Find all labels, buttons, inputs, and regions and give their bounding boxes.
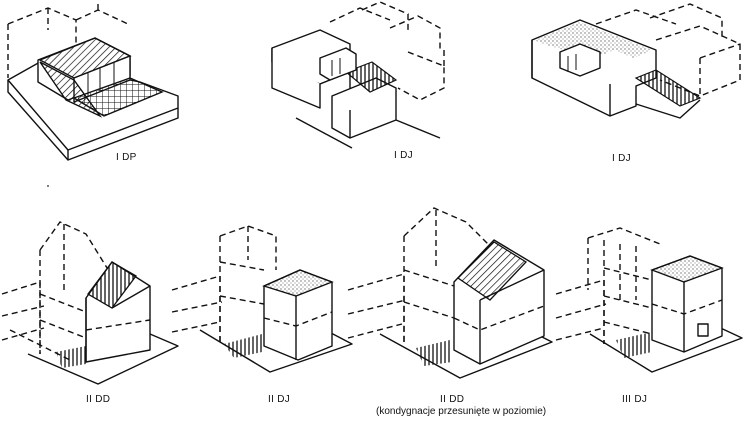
figure-c-i-dj [531, 3, 741, 119]
caption-figure-a: I DP [116, 152, 137, 163]
caption-note: (kondygnacje przesunięte w poziomie) [376, 406, 547, 417]
caption-figure-g: III DJ [622, 394, 648, 405]
figure-e-ii-dj [171, 225, 353, 373]
figure-f-ii-dd [347, 207, 553, 379]
figure-b-i-dj [271, 1, 445, 149]
figure-d-ii-dd [1, 221, 179, 385]
caption-figure-f: II DD [440, 394, 465, 405]
caption-figure-d: II DD [86, 394, 111, 405]
figure-a-i-dp [7, 2, 179, 161]
caption-figure-c: I DJ [612, 153, 631, 164]
caption-figure-e: II DJ [268, 394, 291, 405]
figure-g-iii-dj [555, 227, 743, 373]
caption-figure-b: I DJ [394, 150, 413, 161]
